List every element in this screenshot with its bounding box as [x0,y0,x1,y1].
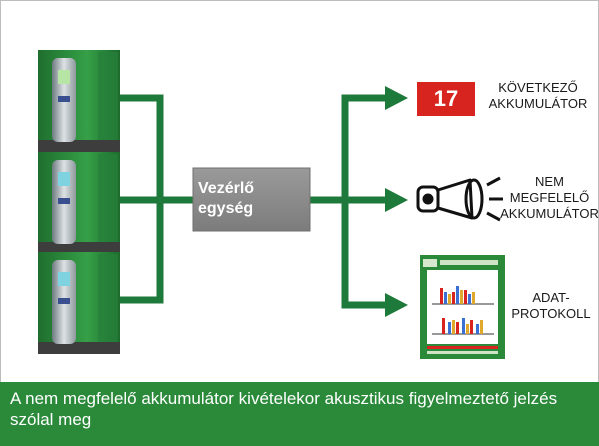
output-label-line: AKKUMULÁTOR [500,206,599,221]
input-connectors [118,94,199,304]
output-label-line: AKKUMULÁTOR [488,96,588,111]
caption-text: A nem megfelelő akkumulátor kivételekor … [10,389,558,429]
output-label-next-battery: KÖVETKEZŐ AKKUMULÁTOR [478,80,598,112]
output-label-data-protocol: ADAT- PROTOKOLL [506,290,596,322]
charger-icon [38,152,120,254]
output-label-line: PROTOKOLL [511,306,591,321]
control-unit-line1: Vezérlő [198,180,255,197]
output-label-line: NEM [535,174,564,189]
control-unit-label: Vezérlő egység [198,179,306,219]
charger-icon [38,252,120,354]
arrowhead-top [385,86,408,110]
output-label-unsuitable-battery: NEM MEGFELELŐ AKKUMULÁTOR [500,174,599,222]
arrowhead-middle [385,188,408,212]
arrowhead-bottom [385,293,408,317]
horn-icon [416,176,503,222]
charger-icon [38,50,120,152]
control-unit-box [192,167,311,232]
data-report-icon [420,255,505,359]
output-connectors [308,94,392,309]
control-unit-line2: egység [198,200,254,217]
caption-band: A nem megfelelő akkumulátor kivételekor … [0,382,599,446]
output-label-line: ADAT- [532,290,570,305]
output-label-line: MEGFELELŐ [509,190,590,205]
counter-badge-icon: 17 [417,82,475,116]
arrowheads [385,86,408,317]
output-label-line: KÖVETKEZŐ [498,80,578,95]
